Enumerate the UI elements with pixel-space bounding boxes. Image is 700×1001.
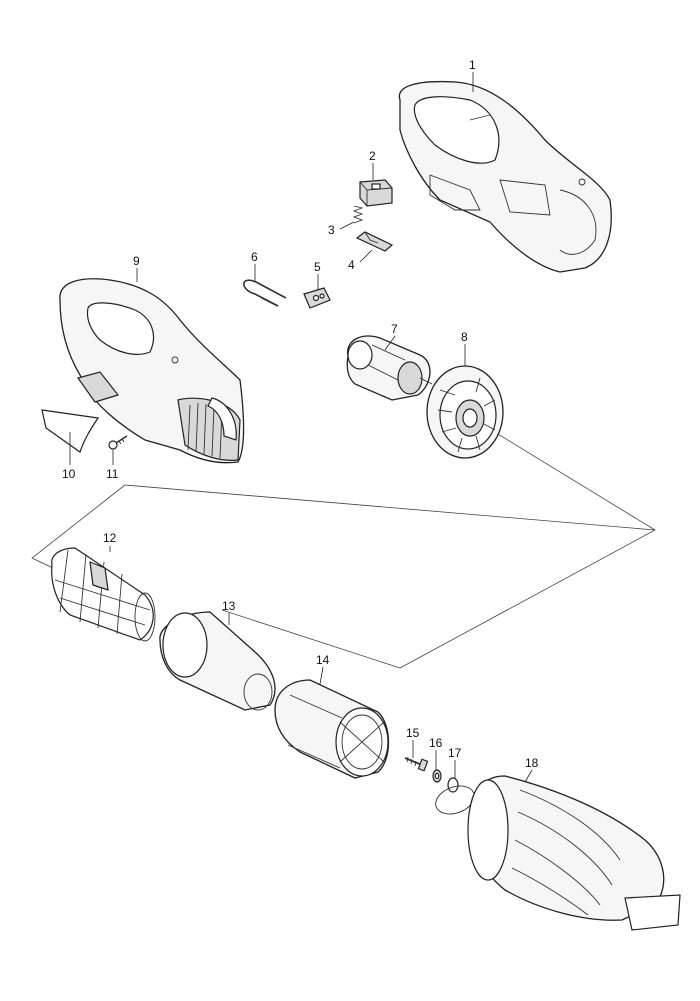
- part-17-o-ring: [435, 777, 475, 815]
- leader-lines: [69, 72, 533, 783]
- part-5-terminal: [303, 287, 331, 309]
- part-15-screw: [404, 756, 429, 772]
- part-14-filter: [274, 679, 390, 779]
- part-11-screw: [108, 435, 128, 450]
- part-9-housing-half: [59, 278, 245, 464]
- callout-1: 1: [469, 58, 476, 72]
- part-10-label: [41, 409, 100, 453]
- part-3-spring: [352, 205, 364, 224]
- callout-16: 16: [429, 736, 443, 750]
- part-7-motor: [346, 335, 433, 401]
- part-13-filter-cone: [159, 611, 276, 711]
- part-2-switch: [359, 179, 393, 207]
- callout-labels: 1 2 3 4 5 6 7 8 9 10 11 12 13 14 15 16 1…: [62, 58, 539, 770]
- part-18-dust-case: [467, 775, 681, 931]
- callout-18: 18: [525, 756, 539, 770]
- part-6-wire-clip: [243, 279, 287, 307]
- callout-15: 15: [406, 726, 420, 740]
- callout-17: 17: [448, 746, 462, 760]
- part-12-prefilter-cage: [51, 547, 156, 642]
- callout-7: 7: [391, 322, 398, 336]
- part-16-washer: [432, 769, 442, 783]
- callout-11: 11: [106, 467, 119, 481]
- part-8-fan: [426, 365, 504, 459]
- assembly-outline: [399, 427, 656, 669]
- callout-3: 3: [328, 223, 335, 237]
- assembly-link-line: [124, 484, 656, 531]
- part-4-lever: [355, 231, 394, 252]
- callout-13: 13: [222, 599, 236, 613]
- callout-5: 5: [314, 260, 321, 274]
- assembly-link-line-lower: [221, 609, 401, 669]
- callout-10: 10: [62, 467, 76, 481]
- callout-6: 6: [251, 250, 258, 264]
- callout-2: 2: [369, 149, 376, 163]
- callout-8: 8: [461, 330, 468, 344]
- callout-12: 12: [103, 531, 117, 545]
- callout-9: 9: [133, 254, 140, 268]
- callout-14: 14: [316, 653, 330, 667]
- part-1-housing-half: [398, 80, 612, 273]
- callout-4: 4: [348, 258, 355, 272]
